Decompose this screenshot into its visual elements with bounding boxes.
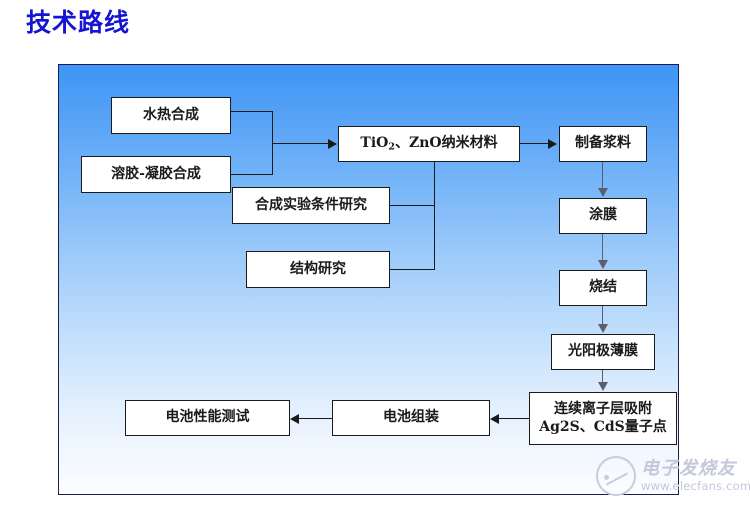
- nanomaterial-suffix: 、ZnO纳米材料: [394, 134, 498, 151]
- node-synthesis-conditions-label: 合成实验条件研究: [255, 196, 367, 213]
- node-photoanode-film[interactable]: 光阳极薄膜: [551, 334, 655, 370]
- page-title: 技术路线: [26, 8, 131, 37]
- edge-sintering-to-photoanode: [602, 306, 604, 326]
- arrowhead-to-paste: [548, 139, 557, 149]
- technical-route-diagram: 水热合成 溶胶-凝胶合成 TiO2、ZnO纳米材料 合成实验条件研究 结构研究: [58, 64, 679, 495]
- edge-nanomaterial-down-bar: [434, 162, 436, 270]
- node-sintering[interactable]: 烧结: [559, 270, 647, 306]
- node-nanomaterial[interactable]: TiO2、ZnO纳米材料: [338, 126, 520, 162]
- node-coating-label: 涂膜: [589, 207, 617, 224]
- arrowhead-to-nanomaterial: [328, 139, 337, 149]
- edge-paste-to-coating: [602, 162, 604, 190]
- edge-to-structure-study: [390, 269, 435, 271]
- edge-quantumdots-to-assembly: [499, 418, 529, 420]
- edge-nanomaterial-to-paste: [520, 143, 548, 145]
- arrowhead-to-coating: [598, 188, 608, 197]
- node-cell-assembly-label: 电池组装: [383, 409, 439, 426]
- node-photoanode-film-label: 光阳极薄膜: [568, 343, 638, 360]
- nanomaterial-subscript: 2: [388, 141, 395, 153]
- node-performance-test[interactable]: 电池性能测试: [125, 400, 290, 436]
- node-quantum-dots[interactable]: 连续离子层吸附 Ag2S、CdS量子点: [529, 392, 677, 445]
- edge-solgel-bracket: [231, 174, 273, 176]
- node-structure-study[interactable]: 结构研究: [246, 251, 390, 288]
- arrowhead-to-quantumdots: [598, 382, 608, 391]
- arrowhead-to-test: [290, 414, 299, 424]
- edge-merge-to-nanomaterial: [272, 143, 328, 145]
- node-solgel-label: 溶胶-凝胶合成: [111, 165, 201, 182]
- edge-hydrothermal-bracket: [231, 111, 273, 113]
- node-coating[interactable]: 涂膜: [559, 198, 647, 234]
- node-nanomaterial-label: TiO2、ZnO纳米材料: [360, 135, 497, 154]
- node-structure-study-label: 结构研究: [290, 260, 346, 277]
- arrowhead-to-sintering: [598, 260, 608, 269]
- node-prepare-paste[interactable]: 制备浆料: [559, 126, 647, 162]
- nanomaterial-prefix: TiO: [360, 134, 389, 151]
- node-sintering-label: 烧结: [589, 279, 617, 296]
- node-quantum-dots-line2: Ag2S、CdS量子点: [539, 418, 667, 435]
- edge-assembly-to-test: [299, 418, 332, 420]
- node-solgel[interactable]: 溶胶-凝胶合成: [81, 156, 231, 193]
- node-synthesis-conditions[interactable]: 合成实验条件研究: [232, 187, 390, 224]
- node-cell-assembly[interactable]: 电池组装: [332, 400, 490, 436]
- edge-photoanode-to-quantumdots: [602, 370, 604, 384]
- arrowhead-to-photoanode: [598, 324, 608, 333]
- node-performance-test-label: 电池性能测试: [165, 409, 250, 426]
- node-quantum-dots-line1: 连续离子层吸附: [554, 400, 652, 417]
- arrowhead-to-assembly: [490, 414, 499, 424]
- node-hydrothermal[interactable]: 水热合成: [111, 97, 231, 134]
- node-hydrothermal-label: 水热合成: [143, 106, 199, 123]
- edge-to-synthesis-conditions: [390, 205, 435, 207]
- edge-coating-to-sintering: [602, 234, 604, 262]
- node-prepare-paste-label: 制备浆料: [575, 135, 631, 152]
